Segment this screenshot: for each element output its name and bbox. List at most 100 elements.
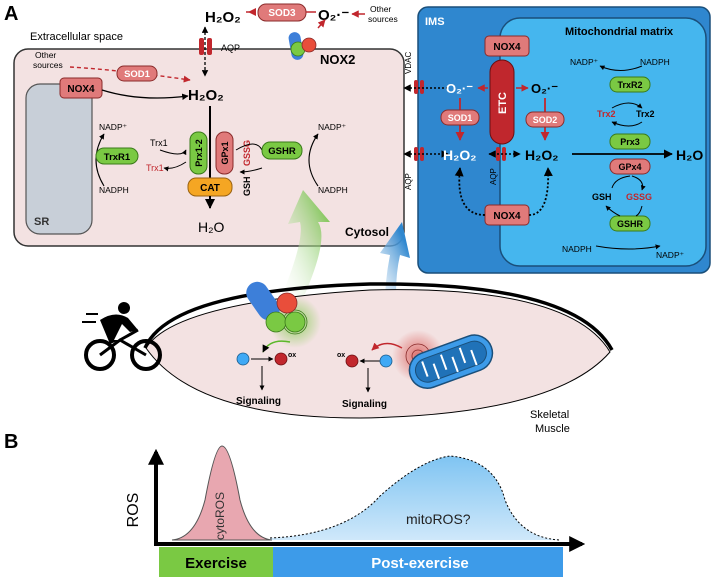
- cytosol-label: Cytosol: [345, 225, 389, 239]
- ims-h2o2: H₂O₂: [443, 147, 476, 163]
- mito-cristae: [421, 347, 478, 380]
- arrow-gpx-gssg: [235, 143, 263, 151]
- cyclist-front-wheel: [130, 339, 162, 371]
- sod2-enzyme: [525, 111, 565, 128]
- trx2-reduced: Trx2: [636, 109, 655, 119]
- arrow-gssg-gshr: [635, 205, 643, 217]
- extracellular-space-label: Extracellular space: [30, 31, 123, 43]
- cyclist-body: [100, 314, 138, 344]
- nox4-mito-label: NOX4: [493, 42, 521, 53]
- muscle-label: Muscle: [535, 423, 570, 435]
- post-exercise-bar: [273, 547, 563, 577]
- mito-gsh: GSH: [592, 192, 612, 202]
- target-oxidized-left: [274, 352, 288, 366]
- vdac-channel-2: [420, 80, 424, 94]
- aqp-left-label: AQP: [404, 173, 413, 190]
- arrow-gsh-gpx: [239, 167, 263, 175]
- skeletal-label: Skeletal: [530, 409, 569, 421]
- cyto-nadp-plus-right: NADP⁺: [318, 122, 347, 132]
- trx1-reduced: Trx1: [150, 138, 168, 148]
- matrix-label: Mitochondrial matrix: [565, 26, 674, 38]
- cyto-other-sources-1: Other: [35, 50, 56, 60]
- ox-label-right: ox: [337, 352, 345, 359]
- cyto-gssg: GSSG: [242, 140, 252, 166]
- arrow-green-signal: [262, 340, 291, 353]
- mito-nadph-bottom: NADPH: [562, 244, 592, 254]
- cyto-nadp-plus: NADP⁺: [99, 122, 128, 132]
- sr-label: SR: [34, 216, 49, 228]
- cytoros-label: cytoROS: [213, 492, 227, 540]
- cyto-h2o: H₂O: [198, 219, 225, 235]
- trxr2-enzyme: [609, 76, 651, 93]
- arrow-gshr-gsh: [605, 205, 621, 217]
- target-reduced-left: [236, 352, 250, 366]
- sod1-mito-label: SOD1: [448, 113, 473, 123]
- cyto-gsh: GSH: [242, 176, 252, 196]
- mitoros-curve: [269, 455, 561, 541]
- arrow-nox4-h2o2: [101, 89, 189, 100]
- arrow-nadph-gshr: [308, 133, 319, 187]
- arrow-trx2-reduce: [611, 102, 643, 109]
- sod2-label: SOD2: [533, 115, 558, 125]
- cyclist-icon: [82, 302, 162, 371]
- cyto-other-sources-2: sources: [33, 60, 63, 70]
- arrow-nadph-nadp: [595, 244, 661, 250]
- sod1-mito-enzyme: [440, 109, 480, 126]
- target-reduced-right: [379, 354, 393, 368]
- gpx4-enzyme: [609, 158, 651, 175]
- mito-nadp-plus-bottom: NADP⁺: [656, 250, 685, 260]
- top-superoxide: O₂·⁻: [318, 7, 349, 24]
- cyclist-head: [118, 302, 130, 314]
- cat-label: CAT: [200, 183, 220, 194]
- gpx4-label: GPx4: [618, 162, 641, 172]
- arrow-nadph-trxr2: [599, 65, 643, 71]
- prx12-enzyme: [189, 131, 208, 175]
- trx2-oxidized: Trx2: [597, 109, 616, 119]
- cyclist-speed-lines: [82, 313, 98, 323]
- cyto-h2o2: H₂O₂: [188, 87, 224, 104]
- top-h2o2: H₂O₂: [205, 9, 241, 26]
- top-other-sources-1: Other: [370, 4, 391, 14]
- matrix-compartment: [499, 17, 707, 267]
- cytoros-peak: [171, 445, 273, 541]
- nox4-mito-bottom-label: NOX4: [493, 211, 521, 222]
- cyto-nadph: NADPH: [99, 185, 129, 195]
- mitoros-label: mitoROS?: [406, 511, 471, 527]
- matrix-h2o2: H₂O₂: [525, 147, 558, 163]
- mito-nadph-top: NADPH: [640, 57, 670, 67]
- prx3-label: Prx3: [620, 137, 640, 147]
- mitochondrion-icon: [408, 334, 494, 389]
- exercise-label: Exercise: [185, 555, 247, 572]
- gshr-mito-label: GSHR: [617, 219, 644, 229]
- arrow-nox4-matrix-h2o2: [528, 167, 553, 216]
- post-exercise-label: Post-exercise: [371, 555, 469, 572]
- muscle-nox2-green-2: [284, 311, 306, 333]
- muscle-nox2-green: [265, 311, 287, 333]
- ox-label-left: ox: [288, 352, 296, 359]
- aqp-channel-left: [199, 38, 204, 55]
- gshr-cyto-label: GSHR: [268, 146, 296, 157]
- nox4-cyto-enzyme: [59, 77, 103, 99]
- green-curved-arrow: [280, 190, 330, 305]
- sod1-cyto-enzyme: [116, 65, 158, 82]
- aqp-inner-label: AQP: [489, 168, 498, 185]
- trx1-oxidized: Trx1: [146, 163, 164, 173]
- arrow-prx-trx1: [163, 161, 187, 172]
- muscle-nox2-red: [276, 292, 298, 314]
- trxr1-enzyme: [95, 147, 139, 165]
- cyto-nadph-right: NADPH: [318, 185, 348, 195]
- arrow-other-sources-sod1: [69, 66, 191, 83]
- top-other-sources-2: sources: [368, 14, 398, 24]
- y-axis-label: ROS: [125, 493, 142, 528]
- mitoros-area: [270, 456, 560, 540]
- muscle-outline: [143, 282, 614, 351]
- signaling-left: Signaling: [236, 396, 281, 407]
- nox2-label: NOX2: [320, 52, 355, 67]
- trxr2-label: TrxR2: [617, 80, 642, 90]
- trxr1-label: TrxR1: [104, 152, 131, 163]
- arrow-nox2-o2: [317, 19, 326, 29]
- sod1-cyto-label: SOD1: [124, 69, 151, 80]
- matrix-superoxide: O₂·⁻: [531, 81, 558, 96]
- arrow-sod3-h2o2-head: [248, 8, 256, 16]
